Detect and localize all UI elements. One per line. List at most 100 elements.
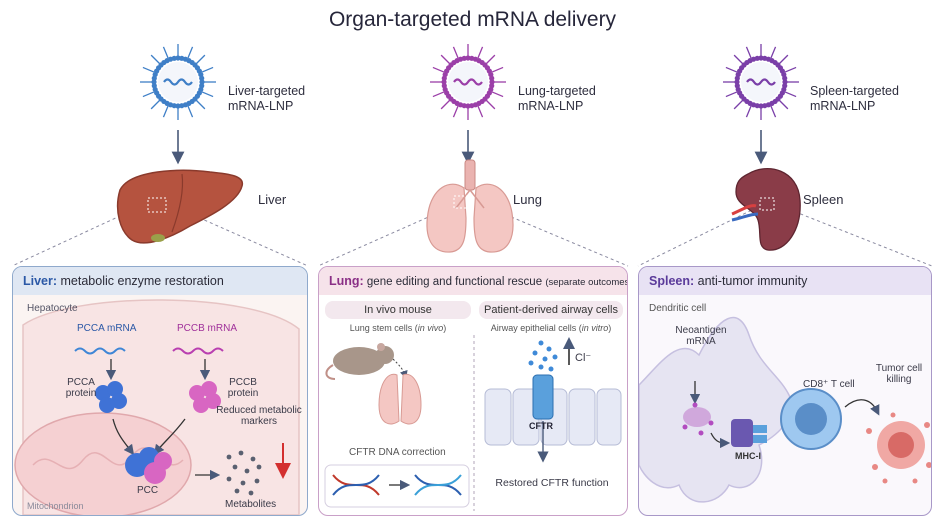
lung-stem-cells-label: Lung stem cells (in vivo)	[325, 323, 471, 333]
lnp-tail	[485, 99, 496, 110]
lnp-tail	[432, 91, 445, 98]
lnp-tail	[485, 54, 496, 65]
lnp-mrna	[163, 78, 193, 86]
spleen-head-rest: anti-tumor immunity	[694, 274, 808, 288]
lnp-bead	[199, 75, 205, 81]
liver-panel-art	[14, 299, 300, 515]
lung-lnp-label: Lung-targeted mRNA-LNP	[518, 84, 596, 113]
liver-head-bold: Liver:	[23, 274, 58, 288]
lnp-bead	[758, 103, 764, 109]
lnp-bead	[151, 83, 157, 89]
lnp-bead	[782, 75, 788, 81]
liver-head-rest: metabolic enzyme restoration	[57, 274, 224, 288]
lnp-tail	[745, 46, 752, 59]
lnp-bead	[171, 55, 177, 61]
lung-panel-header: Lung: gene editing and functional rescue…	[319, 267, 627, 295]
lnp-tail	[778, 99, 789, 110]
lnp-tail	[150, 54, 161, 65]
lnp-tail	[725, 91, 738, 98]
mhc-label: MHC-I	[735, 451, 761, 461]
right-sub-em: in vitro	[581, 323, 609, 333]
lung-head-rest: gene editing and functional rescue	[363, 276, 543, 288]
mitochondrion-label: Mitochondrion	[27, 501, 84, 511]
lnp-bead	[175, 103, 181, 109]
pccb-protein-label: PCCB protein	[227, 377, 259, 399]
lnp-tail	[452, 46, 459, 59]
spleen-head-bold: Spleen:	[649, 274, 695, 288]
right-sub-b: )	[608, 323, 612, 333]
lnp-tail	[440, 54, 451, 65]
lnp-tail	[201, 91, 214, 98]
lnp-bead	[199, 79, 205, 85]
spleen-lnp-icon	[723, 44, 799, 120]
lnp-tail	[770, 105, 777, 118]
cd8-tcell-label: CD8⁺ T cell	[803, 379, 855, 390]
lnp-tail	[778, 54, 789, 65]
chloride-label: Cl⁻	[575, 352, 592, 364]
right-sub-a: Airway epithelial cells (	[490, 323, 582, 333]
tumor-killing-label: Tumor cell killing	[875, 363, 923, 385]
left-sub-em: in vivo	[417, 323, 444, 333]
liver-label: Liver	[258, 192, 287, 207]
lnp-tail	[187, 46, 194, 59]
lnp-tail	[440, 99, 451, 110]
lnp-bead	[489, 79, 495, 85]
pcca-mrna-label: PCCA mRNA	[77, 323, 137, 334]
pccb-mrna-label: PCCB mRNA	[177, 323, 238, 334]
lnp-tail	[452, 105, 459, 118]
lnp-bead	[465, 55, 471, 61]
dendritic-cell-label: Dendritic cell	[649, 303, 707, 314]
lnp-tail	[195, 54, 206, 65]
lung-head-bold: Lung:	[329, 274, 364, 288]
lnp-bead	[734, 83, 740, 89]
lnp-tail	[201, 66, 214, 73]
lnp-bead	[758, 55, 764, 61]
lung-panel-art	[324, 335, 622, 511]
lnp-bead	[175, 55, 181, 61]
lnp-bead	[469, 103, 475, 109]
hepatocyte-label: Hepatocyte	[27, 303, 78, 314]
spleen-panel: Spleen: anti-tumor immunity Dendritic ce…	[638, 266, 932, 516]
left-sub-b: )	[443, 323, 447, 333]
lnp-tail	[491, 91, 504, 98]
lnp-bead	[754, 55, 760, 61]
lnp-bead	[782, 79, 788, 85]
lnp-tail	[142, 91, 155, 98]
lnp-tail	[195, 99, 206, 110]
cftr-label: CFTR	[529, 421, 553, 431]
restored-cftr-label: Restored CFTR function	[495, 477, 609, 489]
lnp-tail	[477, 105, 484, 118]
neoantigen-mrna-label: Neoantigen mRNA	[675, 325, 727, 347]
lnp-bead	[151, 79, 157, 85]
liver-lnp-label: Liver-targeted mRNA-LNP	[228, 84, 306, 113]
lnp-bead	[734, 79, 740, 85]
lnp-mrna	[453, 78, 483, 86]
lnp-tail	[745, 105, 752, 118]
liver-panel-header: Liver: metabolic enzyme restoration	[13, 267, 307, 295]
lnp-tail	[432, 66, 445, 73]
cftr-dna-label: CFTR DNA correction	[349, 447, 446, 458]
lung-organ-icon	[426, 159, 514, 253]
spleen-label: Spleen	[803, 192, 844, 207]
lnp-bead	[461, 55, 467, 61]
lung-panel: Lung: gene editing and functional rescue…	[318, 266, 628, 516]
spleen-organ-icon	[731, 168, 801, 251]
reduced-markers-label: Reduced metabolic markers	[216, 405, 302, 427]
lnp-tail	[142, 66, 155, 73]
airway-cells-label: Airway epithelial cells (in vitro)	[479, 323, 623, 333]
lnp-tail	[162, 46, 169, 59]
lnp-tail	[733, 99, 744, 110]
pcca-protein-label: PCCA protein	[65, 377, 97, 399]
in-vivo-mouse-title: In vivo mouse	[325, 301, 471, 319]
lnp-tail	[784, 66, 797, 73]
left-sub-a: Lung stem cells (	[349, 323, 418, 333]
lnp-bead	[465, 103, 471, 109]
lnp-bead	[489, 75, 495, 81]
lnp-tail	[784, 91, 797, 98]
lnp-tail	[491, 66, 504, 73]
spleen-lnp-label: Spleen-targeted mRNA-LNP	[810, 84, 899, 113]
lung-head-note: (separate outcomes)	[545, 277, 628, 288]
patient-cells-title: Patient-derived airway cells	[479, 301, 623, 319]
lnp-bead	[179, 103, 185, 109]
